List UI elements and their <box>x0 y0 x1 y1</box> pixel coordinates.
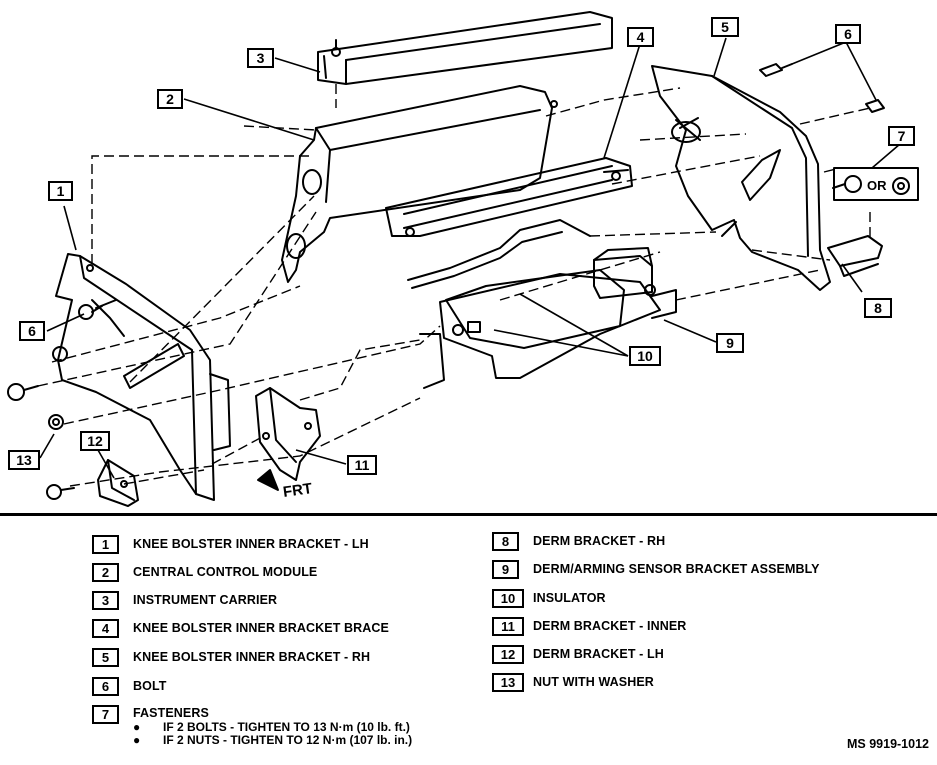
legend-number: 11 <box>492 617 524 636</box>
callout-3: 3 <box>247 48 274 68</box>
derm-bracket-rh-part <box>827 235 883 277</box>
central-control-module-part <box>281 85 558 283</box>
alignment-lines <box>37 84 871 487</box>
legend-item-9: 9 DERM/ARMING SENSOR BRACKET ASSEMBLY <box>492 560 820 579</box>
legend-number: 1 <box>92 535 119 554</box>
legend-label: DERM BRACKET - RH <box>533 534 666 548</box>
legend-number: 6 <box>92 677 119 696</box>
legend-label: INSULATOR <box>533 591 606 605</box>
fastener-box <box>833 167 919 201</box>
front-arrow-icon <box>257 469 279 491</box>
callout-7: 7 <box>888 126 915 146</box>
legend-label: DERM BRACKET - INNER <box>533 619 687 633</box>
legend-label: BOLT <box>133 679 167 693</box>
derm-arming-sensor-assembly-part <box>407 219 677 389</box>
callout-6-left: 6 <box>19 321 45 341</box>
knee-bolster-brace-part <box>385 157 633 237</box>
callout-8: 8 <box>864 298 892 318</box>
legend-number: 2 <box>92 563 119 582</box>
fastener-note-2: ●IF 2 NUTS - TIGHTEN TO 12 N·m (107 lb. … <box>133 733 413 747</box>
legend-divider <box>0 513 937 516</box>
legend-item-12: 12 DERM BRACKET - LH <box>492 645 664 664</box>
legend-number: 4 <box>92 619 119 638</box>
legend-item-4: 4 KNEE BOLSTER INNER BRACKET BRACE <box>92 619 389 638</box>
leader-lines <box>39 37 901 479</box>
legend-number: 5 <box>92 648 119 667</box>
legend-item-2: 2 CENTRAL CONTROL MODULE <box>92 563 317 582</box>
legend-label: DERM BRACKET - LH <box>533 647 664 661</box>
legend-item-8: 8 DERM BRACKET - RH <box>492 532 665 551</box>
legend-label: KNEE BOLSTER INNER BRACKET - RH <box>133 650 371 664</box>
legend-label: NUT WITH WASHER <box>533 675 654 689</box>
instrument-carrier-part <box>317 11 613 85</box>
derm-bracket-inner-part <box>255 387 321 481</box>
legend-item-1: 1 KNEE BOLSTER INNER BRACKET - LH <box>92 535 369 554</box>
legend-number: 7 <box>92 705 119 724</box>
exploded-view-diagram <box>7 11 919 507</box>
legend-number: 9 <box>492 560 519 579</box>
callout-12: 12 <box>80 431 110 451</box>
callout-2: 2 <box>157 89 183 109</box>
legend-label: INSTRUMENT CARRIER <box>133 593 278 607</box>
legend-number: 13 <box>492 673 524 692</box>
legend-item-7: 7 FASTENERS ●IF 2 BOLTS - TIGHTEN TO 13 … <box>92 705 412 747</box>
legend-label: DERM/ARMING SENSOR BRACKET ASSEMBLY <box>533 562 820 576</box>
figure-id: MS 9919-1012 <box>846 737 929 751</box>
legend-item-13: 13 NUT WITH WASHER <box>492 673 654 692</box>
callout-5: 5 <box>711 17 739 37</box>
legend-label: FASTENERS <box>133 706 209 720</box>
legend-item-10: 10 INSULATOR <box>492 589 606 608</box>
fastener-note-1: ●IF 2 BOLTS - TIGHTEN TO 13 N·m (10 lb. … <box>133 720 410 734</box>
callout-10: 10 <box>629 346 661 366</box>
legend-item-11: 11 DERM BRACKET - INNER <box>492 617 686 636</box>
legend-item-3: 3 INSTRUMENT CARRIER <box>92 591 277 610</box>
legend-number: 12 <box>492 645 524 664</box>
legend-number: 3 <box>92 591 119 610</box>
legend-label: KNEE BOLSTER INNER BRACKET BRACE <box>133 621 389 635</box>
callout-1: 1 <box>48 181 73 201</box>
fastener-parts <box>7 63 910 500</box>
legend-number: 10 <box>492 589 524 608</box>
callout-13: 13 <box>8 450 40 470</box>
legend-item-5: 5 KNEE BOLSTER INNER BRACKET - RH <box>92 648 370 667</box>
callout-6-top: 6 <box>835 24 861 44</box>
legend-label: CENTRAL CONTROL MODULE <box>133 565 318 579</box>
legend-number: 8 <box>492 532 519 551</box>
legend-label: KNEE BOLSTER INNER BRACKET - LH <box>133 537 369 551</box>
fastener-or-label: OR <box>867 178 887 193</box>
callout-11: 11 <box>347 455 377 475</box>
callout-9: 9 <box>716 333 744 353</box>
legend-item-6: 6 BOLT <box>92 677 167 696</box>
knee-bolster-bracket-rh-part <box>651 65 831 291</box>
callout-4: 4 <box>627 27 654 47</box>
